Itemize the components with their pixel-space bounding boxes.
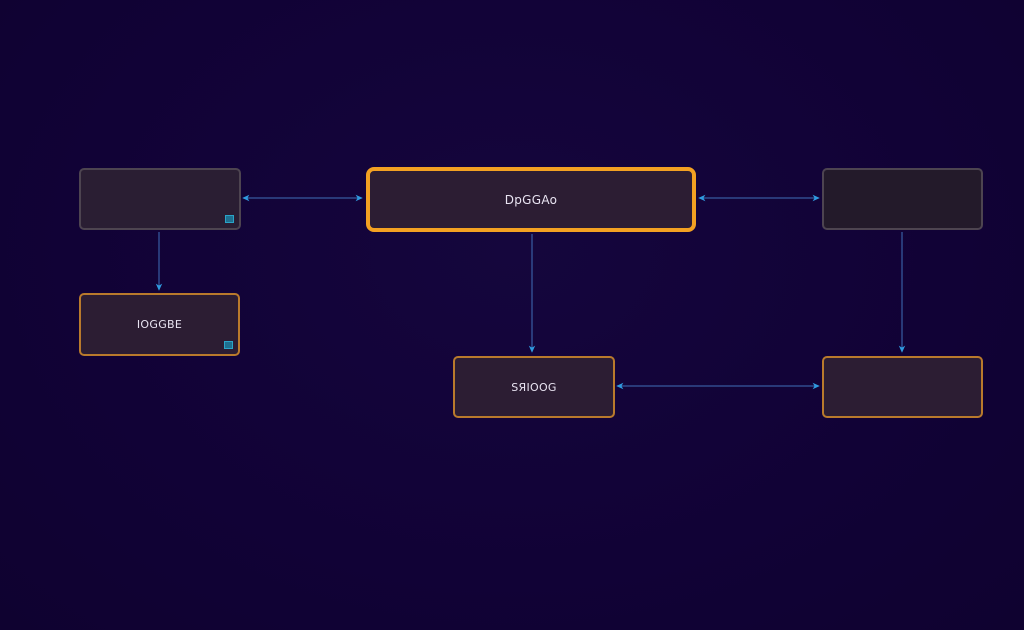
node-top-left[interactable] [79, 168, 241, 230]
node-top-center[interactable]: DpGGAo [366, 167, 696, 232]
node-top-right[interactable] [822, 168, 983, 230]
node-top-center-label: DpGGAo [504, 192, 558, 207]
node-bottom-right[interactable] [822, 356, 983, 418]
node-port-icon[interactable] [224, 341, 233, 349]
node-bottom-center-label: SЯIOOG [511, 380, 557, 394]
node-mid-left-label: IOGGBE [136, 318, 183, 331]
node-mid-left[interactable]: IOGGBE [79, 293, 240, 356]
node-bottom-center[interactable]: SЯIOOG [453, 356, 615, 418]
node-port-icon[interactable] [225, 215, 234, 223]
